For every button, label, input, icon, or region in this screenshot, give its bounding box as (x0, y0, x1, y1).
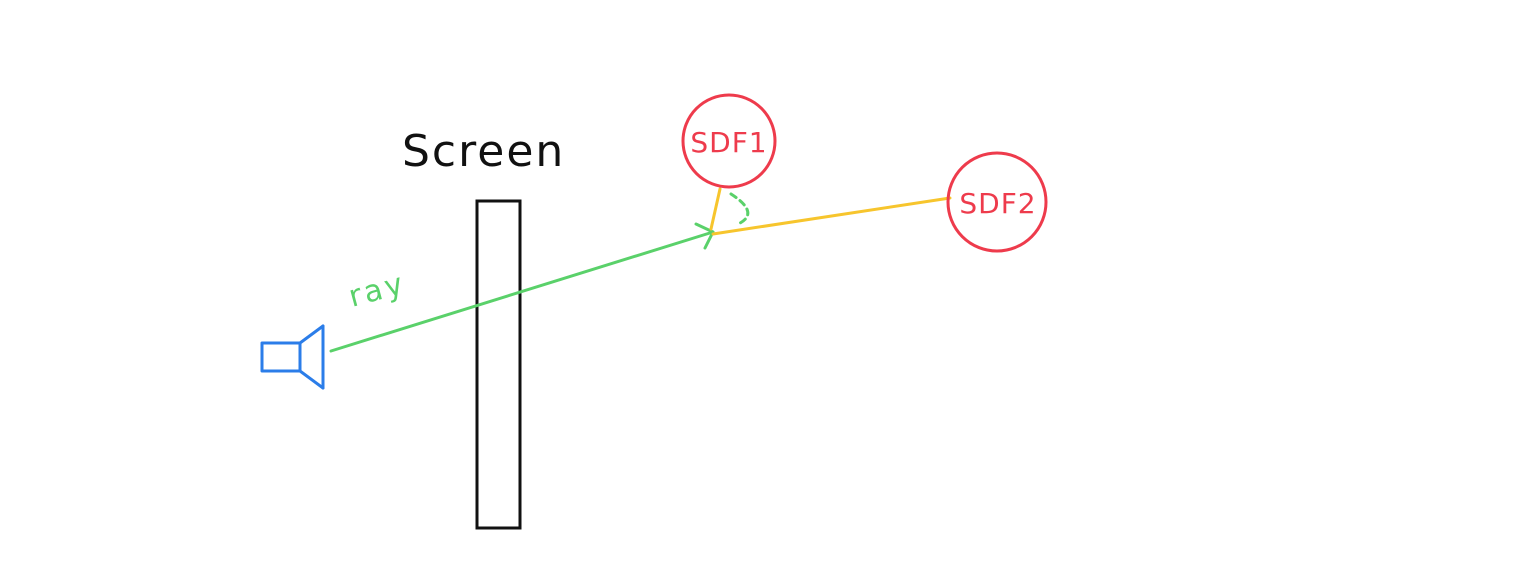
screen-label: Screen (402, 126, 565, 177)
screen-rectangle (475, 199, 522, 530)
ray-arrowhead (694, 222, 715, 250)
distance-line-sdf1 (709, 187, 722, 231)
sdf1-label: SDF1 (690, 126, 767, 159)
ray-label: ray (345, 266, 410, 315)
sdf1-circle (681, 93, 777, 189)
sdf2-label: SDF2 (959, 187, 1036, 220)
ray-line (329, 230, 715, 353)
distance-line-sdf2 (711, 196, 952, 236)
camera-icon (260, 324, 325, 390)
angle-arc (729, 192, 750, 227)
sdf2-circle (946, 151, 1048, 253)
